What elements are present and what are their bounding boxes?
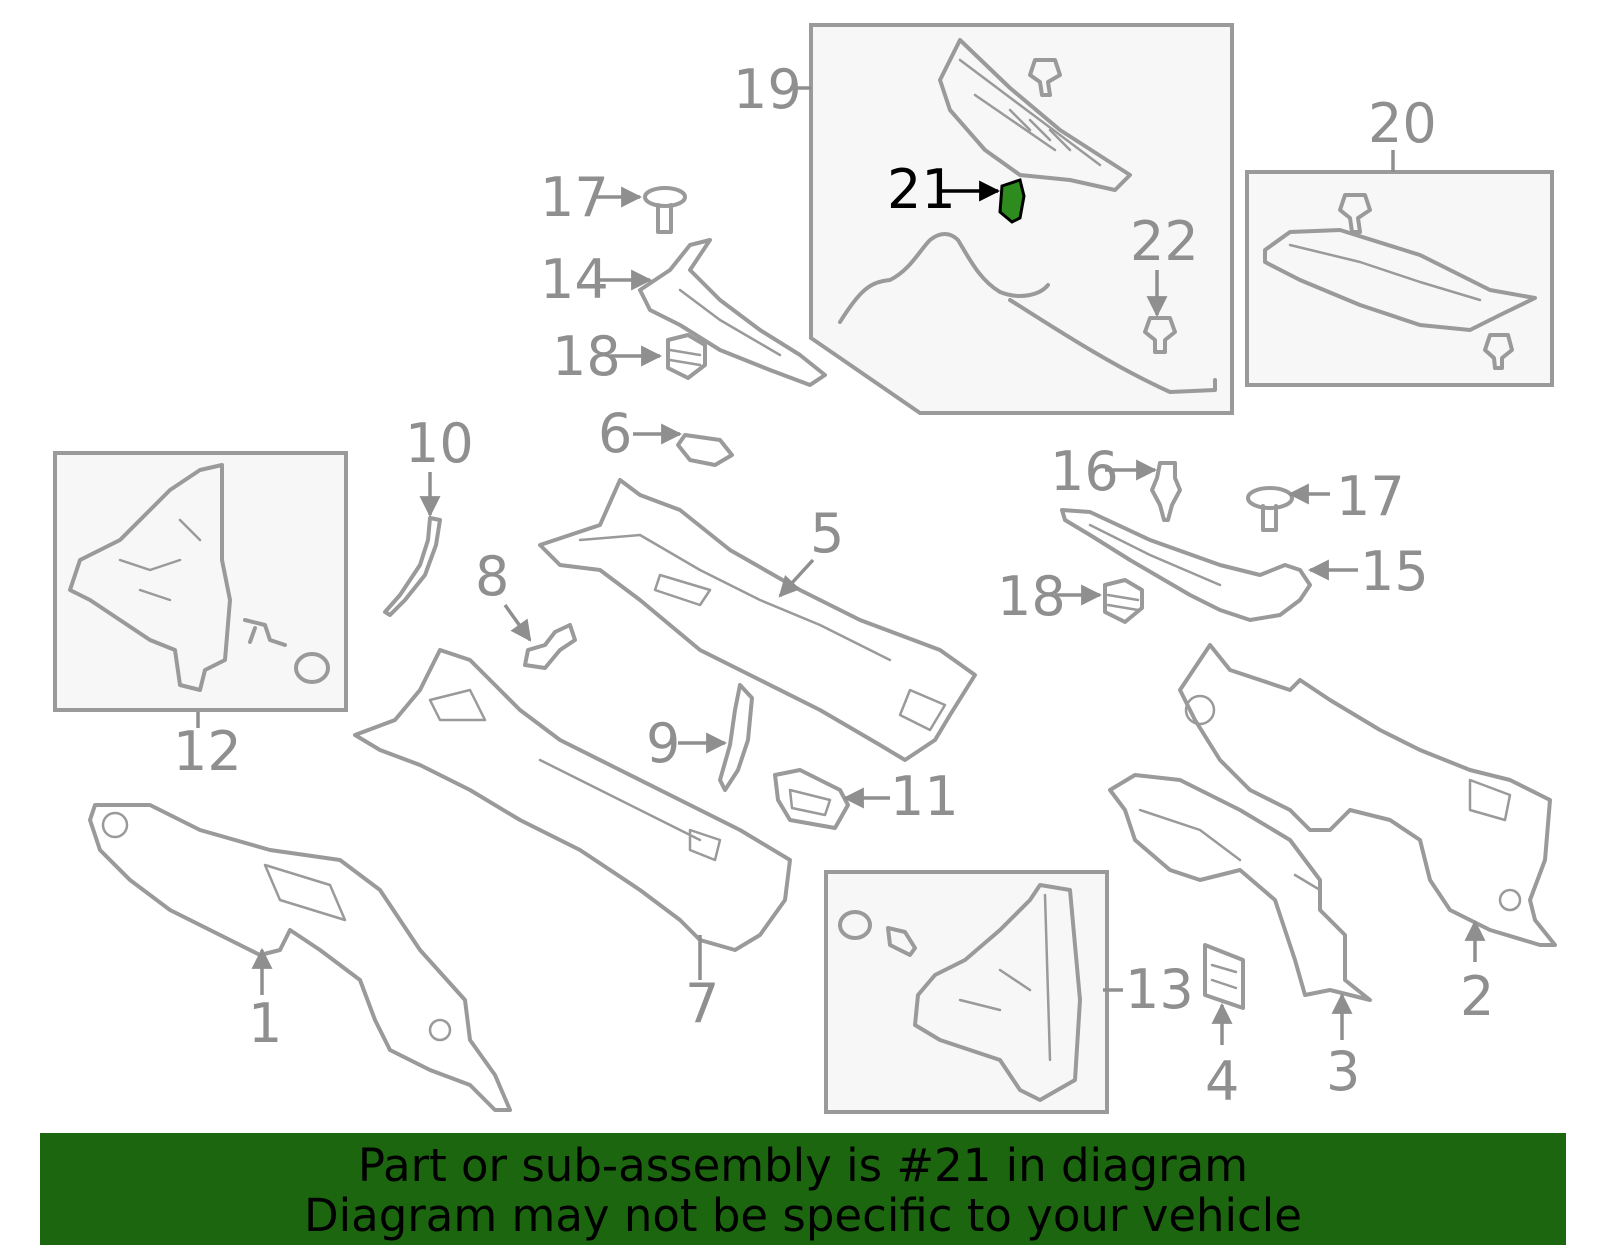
clip-18-left[interactable] bbox=[666, 333, 707, 380]
part-7[interactable] bbox=[353, 648, 792, 952]
part-8[interactable] bbox=[523, 623, 577, 670]
callout-17-left: 17 bbox=[540, 166, 609, 229]
box-19 bbox=[809, 23, 1234, 415]
bolt-17-right[interactable] bbox=[1246, 486, 1294, 532]
part-9[interactable] bbox=[718, 683, 754, 792]
callout-19: 19 bbox=[733, 58, 802, 121]
clip-16[interactable] bbox=[1150, 461, 1182, 522]
bolt-17-left[interactable] bbox=[643, 186, 687, 234]
callout-20: 20 bbox=[1368, 92, 1437, 155]
part-4[interactable] bbox=[1203, 943, 1245, 1010]
callout-1: 1 bbox=[248, 992, 282, 1055]
callout-3: 3 bbox=[1326, 1040, 1360, 1103]
part-21[interactable] bbox=[998, 178, 1026, 224]
callout-2: 2 bbox=[1460, 965, 1494, 1028]
info-banner: Part or sub-assembly is #21 in diagram D… bbox=[40, 1133, 1566, 1245]
callout-9: 9 bbox=[646, 712, 680, 775]
callout-10: 10 bbox=[405, 412, 474, 475]
leader-lines bbox=[196, 86, 1486, 1045]
callout-16: 16 bbox=[1050, 440, 1119, 503]
callout-12: 12 bbox=[173, 720, 242, 783]
callout-18-left: 18 bbox=[552, 325, 621, 388]
banner-line-1: Part or sub-assembly is #21 in diagram bbox=[357, 1139, 1249, 1192]
part-14[interactable] bbox=[638, 238, 827, 387]
callout-7: 7 bbox=[685, 972, 719, 1035]
part-6[interactable] bbox=[676, 433, 734, 467]
callout-15: 15 bbox=[1360, 540, 1429, 603]
callout-4: 4 bbox=[1205, 1050, 1239, 1113]
part-10[interactable] bbox=[383, 516, 442, 617]
callout-17-right: 17 bbox=[1336, 465, 1405, 528]
callout-13: 13 bbox=[1125, 958, 1194, 1021]
callout-11: 11 bbox=[890, 765, 959, 828]
callout-22: 22 bbox=[1130, 210, 1199, 273]
part-5[interactable] bbox=[538, 478, 977, 762]
part-15[interactable] bbox=[1060, 508, 1312, 622]
part-11[interactable] bbox=[773, 768, 850, 830]
box-12 bbox=[53, 451, 348, 712]
callout-labels: 19 20 21 22 17 14 18 6 10 8 5 9 11 12 7 … bbox=[173, 58, 1494, 1113]
callout-6: 6 bbox=[598, 402, 632, 465]
part-2[interactable] bbox=[1178, 643, 1557, 947]
box-13 bbox=[824, 870, 1109, 1114]
callout-14: 14 bbox=[540, 248, 609, 311]
part-1[interactable] bbox=[88, 803, 512, 1112]
box-20 bbox=[1245, 170, 1554, 387]
callout-8: 8 bbox=[475, 545, 509, 608]
banner-line-2: Diagram may not be specific to your vehi… bbox=[304, 1189, 1302, 1242]
callout-5: 5 bbox=[810, 502, 844, 565]
clip-18-right[interactable] bbox=[1103, 578, 1144, 624]
callout-18-right: 18 bbox=[997, 565, 1066, 628]
callout-21: 21 bbox=[887, 158, 956, 221]
